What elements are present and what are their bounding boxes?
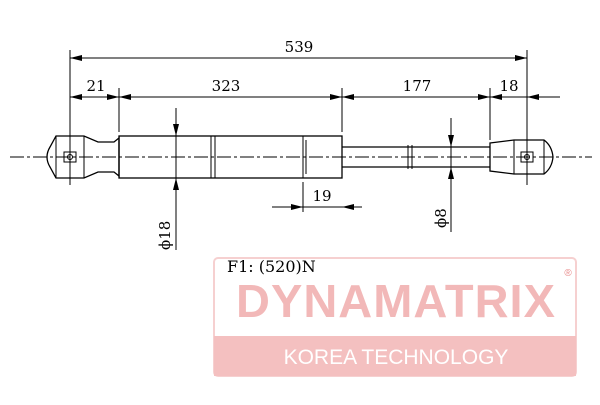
watermark-subtitle: KOREA TECHNOLOGY: [284, 346, 509, 369]
force-label: F1: (520)N: [227, 257, 316, 276]
dim-sleeve: 19: [272, 187, 362, 210]
watermark-brand: DYNAMATRIX: [236, 275, 556, 327]
watermark-banner: [214, 336, 576, 376]
registered-mark: ®: [564, 268, 572, 279]
dim-cylinder-diameter-label: ϕ18: [156, 221, 174, 250]
piston-rod: [342, 145, 490, 169]
dim-rod-diameter: ϕ8: [432, 118, 454, 232]
cylinder-body: [118, 135, 343, 179]
dim-left-eye-label: 21: [86, 77, 105, 95]
extension-lines: [69, 50, 528, 212]
dim-cylinder-label: 323: [212, 77, 241, 95]
dim-rod-label: 177: [403, 77, 432, 95]
dim-overall-label: 539: [285, 38, 314, 56]
dim-right-eye-label: 18: [499, 77, 518, 95]
dim-cylinder-diameter: ϕ18: [156, 108, 179, 250]
watermark: DYNAMATRIX ® KOREA TECHNOLOGY: [213, 257, 577, 377]
dim-overall: 539: [70, 38, 527, 61]
dim-sleeve-label: 19: [312, 187, 331, 205]
dim-row-upper: 21 323 177 18: [70, 77, 560, 100]
dim-rod-diameter-label: ϕ8: [432, 208, 450, 228]
